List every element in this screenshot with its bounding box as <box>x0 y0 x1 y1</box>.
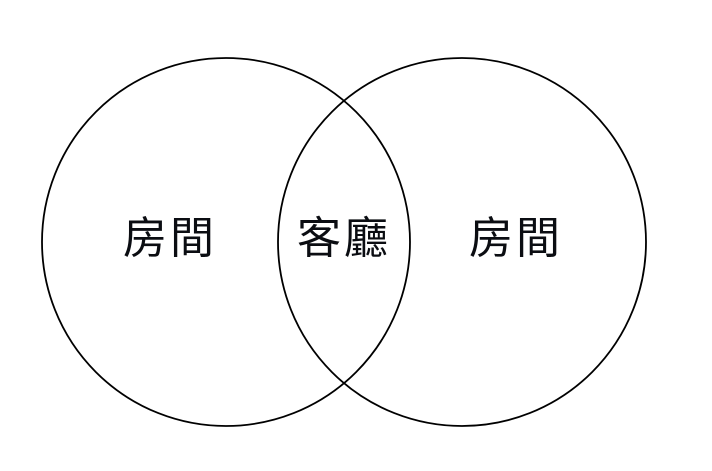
intersection-label: 客廳 <box>297 213 391 264</box>
right-set-ellipse <box>277 57 647 427</box>
left-set-ellipse <box>41 57 411 427</box>
right-set-label: 房間 <box>469 213 563 264</box>
left-set-label: 房間 <box>123 213 217 264</box>
